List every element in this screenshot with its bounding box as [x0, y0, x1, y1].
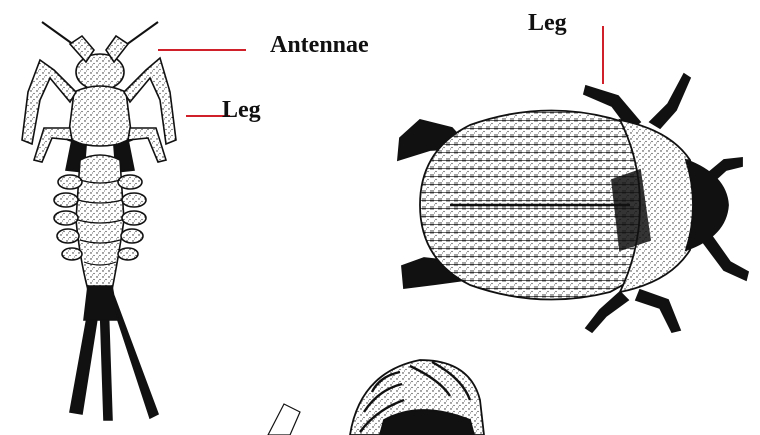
nymph-gills-left	[54, 175, 82, 260]
nymph-thorax	[68, 86, 132, 146]
nymph-leg-mid-right	[128, 128, 166, 162]
leg-label-nymph: Leg	[222, 98, 261, 122]
antennae-label: Antennae	[270, 33, 369, 57]
leg-label-beetle: Leg	[528, 11, 567, 35]
nymph-tail-base	[84, 286, 118, 320]
beetle-leg-right-top	[650, 74, 690, 128]
larva-partial-illustration	[268, 360, 484, 435]
beetle-leg-bottom-mid	[636, 290, 680, 332]
beetle-leg-bottom-left	[586, 292, 628, 332]
nymph-leg-mid-left	[34, 128, 72, 162]
beetle-illustration	[398, 74, 748, 332]
nymph-illustration	[22, 22, 176, 420]
nymph-gills-right	[118, 175, 146, 260]
larva-appendage	[268, 404, 300, 435]
